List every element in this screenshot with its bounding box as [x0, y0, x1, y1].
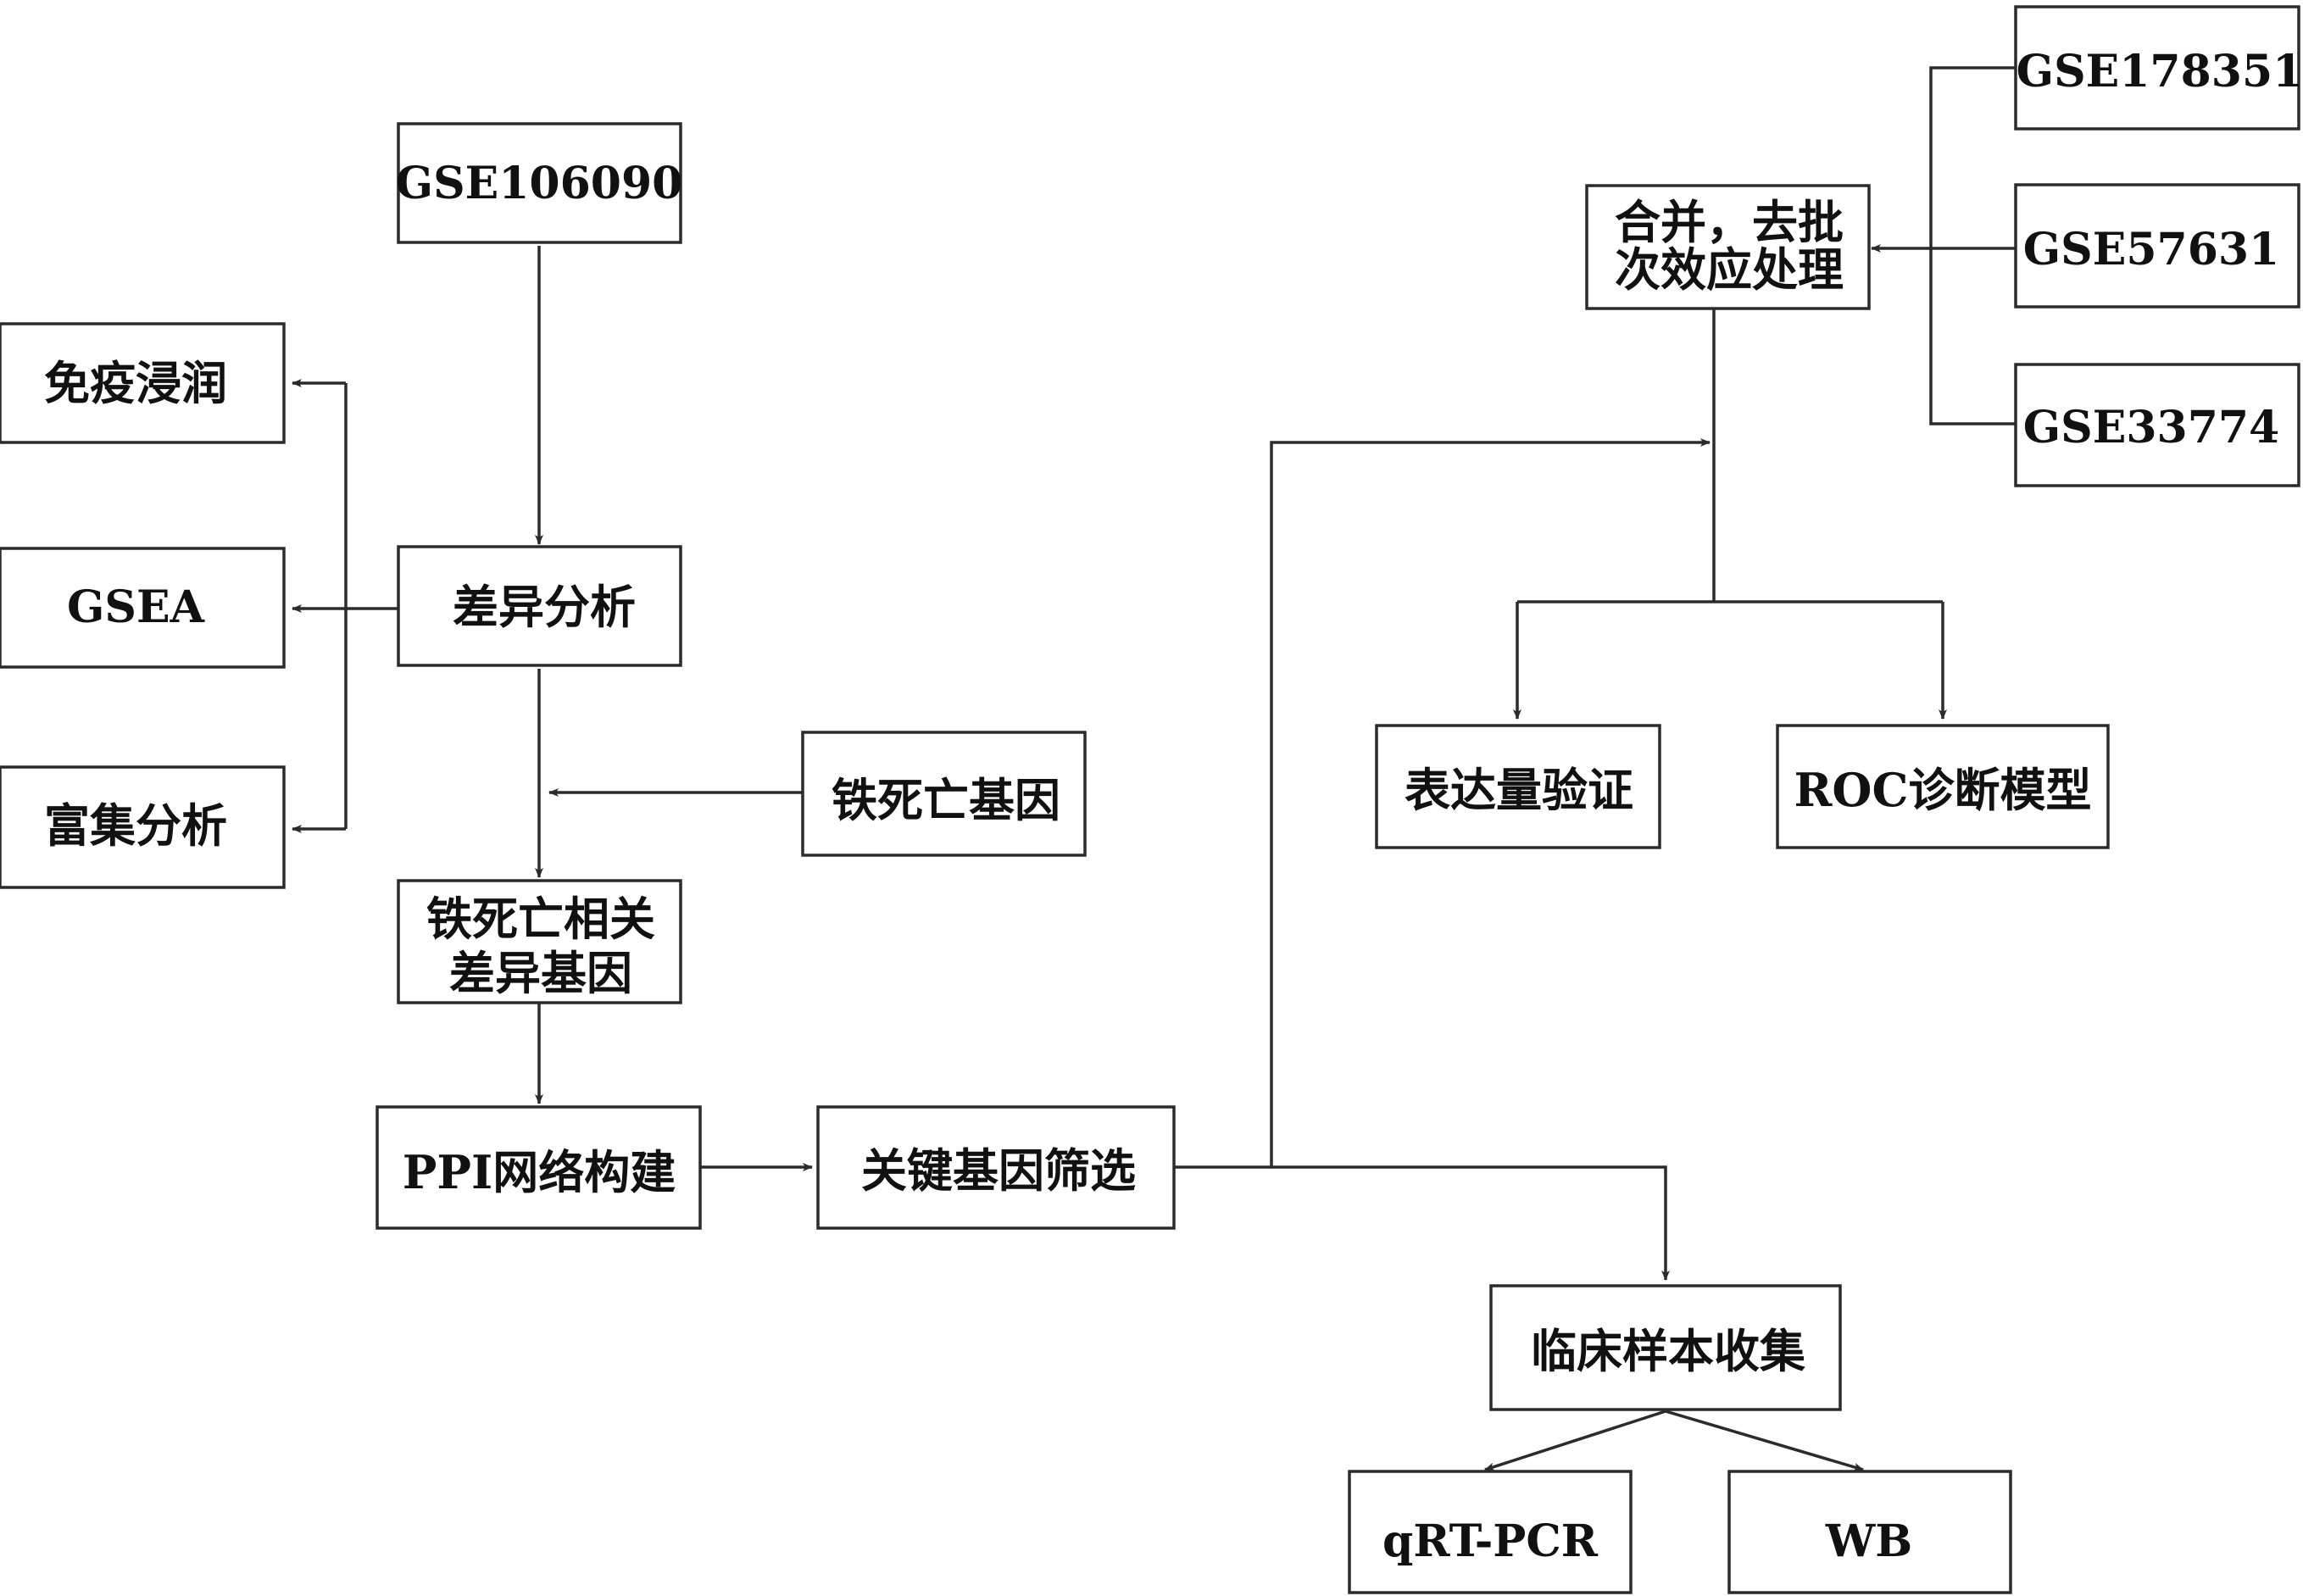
- svg-text:差异基因: 差异基因: [449, 946, 632, 1000]
- svg-text:WB: WB: [1825, 1515, 1912, 1567]
- node-wb: WB: [1727, 1470, 2012, 1594]
- node-key-gene-screening: 关键基因筛选: [816, 1105, 1176, 1230]
- svg-text:铁死亡基因: 铁死亡基因: [832, 773, 1060, 827]
- node-differential-analysis: 差异分析: [397, 545, 682, 667]
- svg-text:次效应处理: 次效应处理: [1615, 242, 1844, 297]
- edge-key-gene-screening-to-clinical-samples: [1271, 1165, 1670, 1281]
- edge-gse-bus: [1929, 66, 2016, 425]
- node-qrt-pcr: qRT-PCR: [1348, 1470, 1633, 1594]
- node-clinical-samples-label: 临床样本收集: [1531, 1324, 1805, 1378]
- node-gse33774: GSE33774: [2014, 363, 2300, 487]
- node-gse57631: GSE57631: [2014, 183, 2300, 309]
- node-ppi-network-label: PPI网络构建: [403, 1145, 676, 1199]
- node-ppi-network: PPI网络构建: [375, 1105, 702, 1230]
- svg-text:表达量验证: 表达量验证: [1405, 763, 1633, 817]
- node-ferroptosis-genes: 铁死亡基因: [801, 731, 1087, 857]
- node-clinical-samples: 临床样本收集: [1489, 1284, 1842, 1411]
- svg-text:ROC诊断模型: ROC诊断模型: [1794, 763, 2092, 817]
- svg-text:GSE33774: GSE33774: [2023, 402, 2280, 453]
- svg-text:免疫浸润: 免疫浸润: [44, 356, 227, 410]
- svg-text:铁死亡相关: 铁死亡相关: [426, 892, 655, 946]
- svg-text:关键基因筛选: 关键基因筛选: [861, 1143, 1136, 1198]
- node-merge-batch-correction-line-1: 合并，去批: [1615, 195, 1844, 249]
- edges: [292, 66, 2016, 1471]
- svg-text:GSE57631: GSE57631: [2023, 224, 2280, 275]
- node-ferroptosis-genes-label: 铁死亡基因: [832, 773, 1060, 827]
- node-roc-model-label: ROC诊断模型: [1794, 763, 2092, 817]
- node-gse106090: GSE106090: [396, 122, 683, 244]
- node-ferroptosis-degs-line-2: 差异基因: [449, 946, 632, 1000]
- node-gse178351-label: GSE178351: [2017, 46, 2303, 97]
- node-roc-model: ROC诊断模型: [1776, 724, 2110, 849]
- svg-text:GSE106090: GSE106090: [396, 158, 683, 209]
- node-gse106090-label: GSE106090: [396, 158, 683, 209]
- svg-text:差异分析: 差异分析: [453, 580, 636, 634]
- node-gse178351: GSE178351: [2014, 5, 2303, 131]
- node-gse33774-label: GSE33774: [2023, 402, 2280, 453]
- node-gsea: GSEA: [0, 547, 286, 669]
- node-gse57631-label: GSE57631: [2023, 224, 2280, 275]
- node-enrichment-analysis: 富集分析: [0, 765, 286, 889]
- node-key-gene-screening-label: 关键基因筛选: [861, 1143, 1136, 1198]
- node-immune-infiltration: 免疫浸润: [0, 322, 286, 444]
- svg-text:临床样本收集: 临床样本收集: [1531, 1324, 1805, 1378]
- edge-clinical-samples-to-wb: [1665, 1410, 1864, 1471]
- node-expression-validation-label: 表达量验证: [1405, 763, 1633, 817]
- node-ferroptosis-degs-line-1: 铁死亡相关: [426, 892, 655, 946]
- node-expression-validation: 表达量验证: [1375, 724, 1661, 849]
- svg-text:qRT-PCR: qRT-PCR: [1382, 1515, 1599, 1567]
- svg-text:PPI网络构建: PPI网络构建: [403, 1145, 676, 1199]
- node-wb-label: WB: [1825, 1515, 1912, 1567]
- edge-merge-trunk: [1517, 309, 1943, 603]
- svg-text:合并，去批: 合并，去批: [1615, 195, 1844, 249]
- node-immune-infiltration-label: 免疫浸润: [44, 356, 227, 410]
- node-merge-batch-correction: 合并，去批 次效应处理: [1585, 184, 1871, 310]
- node-merge-batch-correction-line-2: 次效应处理: [1615, 242, 1844, 297]
- edge-key-gene-screening-to-merge-trunk: [1174, 438, 1711, 1169]
- svg-text:GSE178351: GSE178351: [2017, 46, 2303, 97]
- node-enrichment-analysis-label: 富集分析: [44, 798, 227, 853]
- node-ferroptosis-degs: 铁死亡相关 差异基因: [397, 879, 682, 1004]
- edge-differential-analysis-to-left-bus: [344, 383, 398, 829]
- svg-text:GSEA: GSEA: [67, 581, 205, 633]
- node-gsea-label: GSEA: [67, 581, 205, 633]
- edge-clinical-samples-to-qrt-pcr: [1484, 1410, 1666, 1471]
- node-differential-analysis-label: 差异分析: [453, 580, 636, 634]
- node-qrt-pcr-label: qRT-PCR: [1382, 1515, 1599, 1567]
- svg-text:富集分析: 富集分析: [44, 798, 227, 853]
- nodes: GSE106090 免疫浸润 GSEA 富集分析 差异分析: [0, 5, 2303, 1594]
